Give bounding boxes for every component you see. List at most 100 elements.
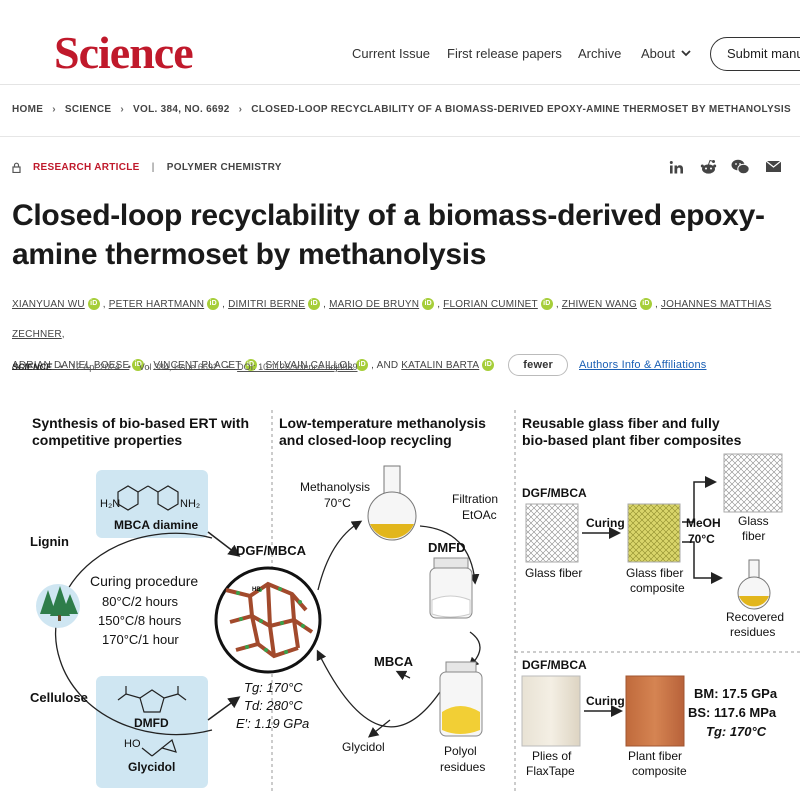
- nav-about[interactable]: About: [641, 46, 691, 61]
- cycle-arc: [59, 659, 213, 736]
- polyol-label-1: Polyol: [444, 744, 477, 758]
- cellulose-label: Cellulose: [30, 690, 88, 705]
- meoh-temp-label: 70°C: [688, 532, 715, 546]
- nav-archive[interactable]: Archive: [578, 46, 622, 61]
- author-link[interactable]: JOHANNES MATTHIAS ZECHNER: [12, 299, 772, 340]
- author-link[interactable]: FLORIAN CUMINET: [443, 299, 538, 310]
- curing-label: Curing: [586, 516, 625, 530]
- orcid-icon[interactable]: iD: [482, 359, 495, 372]
- author-link[interactable]: XIANYUAN WU: [12, 299, 85, 310]
- site-header: Science Current Issue First release pape…: [0, 0, 800, 85]
- glass-label-2: fiber: [742, 529, 766, 543]
- article-title: Closed-loop recyclability of a biomass-d…: [12, 199, 765, 271]
- curing-step-2: 150°C/8 hours: [98, 613, 182, 628]
- curing-title: Curing procedure: [90, 573, 199, 589]
- author-link[interactable]: PETER HARTMANN: [108, 299, 205, 310]
- orcid-icon[interactable]: iD: [132, 359, 145, 372]
- td-value: Td: 280°C: [244, 698, 303, 713]
- dgf-mbca-label-3: DGF/MBCA: [522, 658, 587, 672]
- tg-value-2: Tg: 170°C: [706, 724, 767, 739]
- arrow: [682, 541, 723, 584]
- dmfd-jar-icon: [429, 557, 473, 619]
- nav-about-label: About: [641, 46, 675, 61]
- separator-dot: •: [225, 362, 230, 372]
- journal-name: SCIENCE: [12, 362, 53, 372]
- volume-issue[interactable]: Vol 384, Issue 6692: [138, 362, 218, 372]
- orcid-icon[interactable]: iD: [422, 298, 435, 311]
- tree-icon: [36, 584, 80, 628]
- dmfd-label: DMFD: [134, 716, 169, 730]
- polyol-label-2: residues: [440, 760, 486, 774]
- article-type: RESEARCH ARTICLE: [33, 162, 140, 173]
- fig-col3-title-1: Reusable glass fiber and fully: [522, 415, 720, 431]
- breadcrumb-home[interactable]: HOME: [12, 104, 44, 115]
- arrow: [395, 670, 411, 681]
- dmfd-structure: [117, 686, 187, 713]
- fewer-authors-button[interactable]: fewer: [508, 354, 569, 377]
- chevron-right-icon: ›: [52, 104, 56, 115]
- orcid-icon[interactable]: iD: [540, 298, 553, 311]
- lignin-label: Lignin: [30, 534, 69, 549]
- orcid-icon[interactable]: iD: [356, 359, 369, 372]
- mbca-box: [96, 470, 208, 538]
- chevron-right-icon: ›: [120, 104, 125, 115]
- linkedin-icon[interactable]: [669, 160, 684, 175]
- h2n-label: H₂N: [100, 498, 121, 510]
- author-link[interactable]: KATALIN BARTA: [401, 360, 480, 371]
- reddit-icon[interactable]: [700, 159, 717, 175]
- author-link[interactable]: MARIO DE BRUYN: [329, 299, 420, 310]
- hb-label: HB: [252, 587, 261, 593]
- fig-col1-title-2: competitive properties: [32, 432, 183, 448]
- breadcrumb-science[interactable]: SCIENCE: [64, 104, 112, 115]
- orcid-icon[interactable]: iD: [244, 359, 257, 372]
- doi-link[interactable]: DOI: 10.1126/science.adj9989: [237, 362, 358, 372]
- author-link[interactable]: ADRIAN DANIEL BOESE: [12, 360, 130, 371]
- article-category[interactable]: POLYMER CHEMISTRY: [166, 162, 282, 173]
- submit-manuscript-button[interactable]: Submit manuscript: [710, 37, 800, 71]
- publication-info: SCIENCE • 12 Apr 2024 • Vol 384, Issue 6…: [12, 362, 358, 372]
- breadcrumb-volume[interactable]: VOL. 384, NO. 6692: [133, 104, 230, 115]
- science-logo[interactable]: Science: [54, 27, 194, 78]
- chevron-down-icon: [681, 50, 691, 57]
- polyol-jar-icon: [439, 661, 483, 737]
- author-link[interactable]: ZHIWEN WANG: [561, 299, 637, 310]
- glass-label-1: Glass: [738, 514, 769, 528]
- curing-label-2: Curing: [586, 694, 625, 708]
- email-icon[interactable]: [765, 160, 782, 173]
- plant-composite-label-1: Plant fiber: [628, 749, 683, 763]
- nav-first-release[interactable]: First release papers: [447, 46, 562, 61]
- and-label: , AND: [371, 360, 399, 371]
- fig-col2-title-1: Low-temperature methanolysis: [279, 415, 486, 431]
- affiliations-link[interactable]: Authors Info & Affiliations: [579, 359, 707, 371]
- article-meta: RESEARCH ARTICLE | POLYMER CHEMISTRY: [12, 162, 282, 173]
- cycle-arc: [55, 532, 213, 661]
- curing-step-1: 80°C/2 hours: [102, 594, 179, 609]
- orcid-icon[interactable]: iD: [87, 298, 100, 311]
- arrow: [317, 520, 363, 591]
- separator-dot: •: [60, 362, 64, 372]
- arrow: [316, 649, 441, 728]
- author-link[interactable]: DIMITRI BERNE: [228, 299, 306, 310]
- orcid-icon[interactable]: iD: [308, 298, 321, 311]
- separator-dot: •: [127, 362, 131, 372]
- nav-current-issue[interactable]: Current Issue: [352, 46, 431, 61]
- arrow: [367, 719, 391, 738]
- filtration-label: Filtration: [452, 492, 499, 506]
- bs-value: BS: 117.6 MPa: [688, 705, 777, 720]
- glycidol-structure: [141, 738, 177, 757]
- arrow: [207, 531, 241, 557]
- dgf-mbca-label-2: DGF/MBCA: [522, 486, 587, 500]
- dmfd-product-label: DMFD: [428, 540, 466, 555]
- orcid-icon[interactable]: iD: [639, 298, 652, 311]
- glycidol-product-label: Glycidol: [342, 740, 385, 754]
- author-link[interactable]: VINCENT PLACET: [153, 360, 242, 371]
- glycidol-label: Glycidol: [128, 760, 176, 774]
- modulus-value: E′: 1.19 GPa: [236, 716, 310, 731]
- curing-step-3: 170°C/1 hour: [102, 632, 179, 647]
- orcid-icon[interactable]: iD: [207, 298, 220, 311]
- separator-dot: |: [151, 162, 155, 173]
- author-link[interactable]: SYLVAIN CAILLOL: [265, 360, 354, 371]
- arrow: [468, 631, 481, 668]
- wechat-icon[interactable]: [731, 159, 750, 175]
